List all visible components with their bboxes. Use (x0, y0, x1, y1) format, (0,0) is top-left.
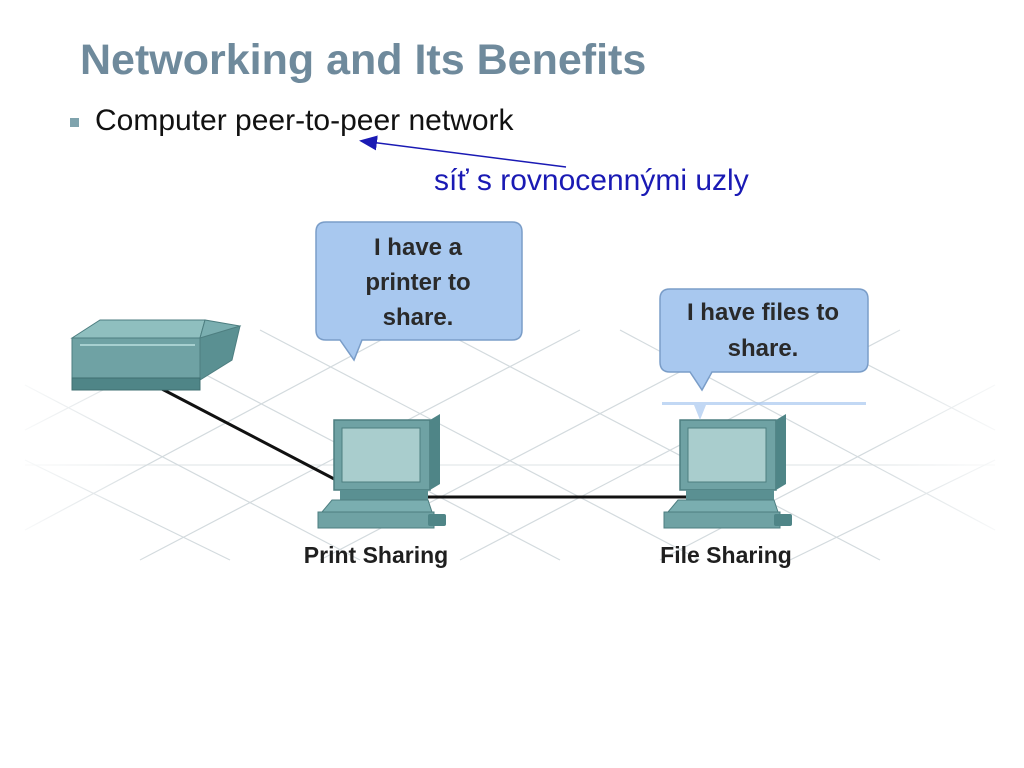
annotation-arrow (359, 135, 567, 168)
file-sharing-computer-icon (663, 414, 792, 529)
bullet-square-icon (70, 117, 79, 127)
files-speech-bubble: I have files to share. (659, 288, 869, 420)
printer-speech-bubble: I have a printer to share. (315, 221, 523, 362)
print-sharing-label: Print Sharing (304, 542, 448, 568)
print-sharing-computer-icon (317, 414, 446, 529)
printer-bubble-line-2: printer to (365, 269, 470, 296)
printer-bubble-line-3: share. (383, 304, 454, 331)
printer-bubble-line-1: I have a (374, 234, 463, 261)
bullet-item: Computer peer-to-peer network (70, 104, 514, 138)
translation-annotation: síť s rovnocennými uzly (434, 164, 749, 197)
file-sharing-label: File Sharing (660, 542, 792, 568)
printer-icon (70, 319, 242, 391)
bullet-text: Computer peer-to-peer network (95, 104, 514, 137)
network-cables (159, 386, 690, 499)
slide-title: Networking and Its Benefits (80, 36, 647, 84)
files-bubble-line-2: share. (728, 335, 799, 362)
files-bubble-line-1: I have files to (687, 299, 839, 326)
